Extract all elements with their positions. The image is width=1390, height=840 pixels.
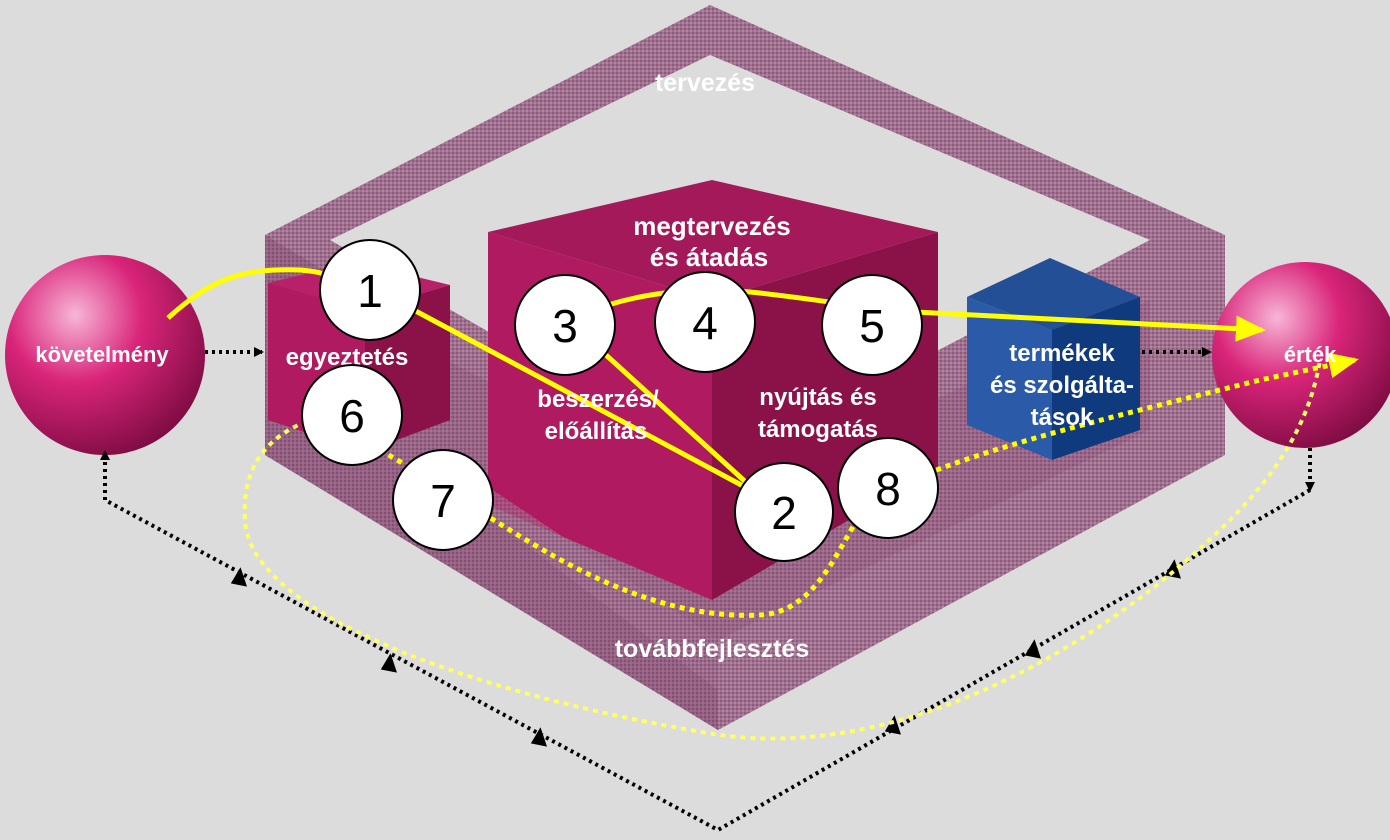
loop-arrowhead <box>530 727 547 747</box>
step-markers: 1 2 3 4 5 6 7 8 <box>301 239 939 562</box>
value-sphere <box>1212 262 1390 448</box>
products-label-line1: termékek <box>1009 340 1115 367</box>
products-cube <box>967 258 1140 460</box>
step-marker-8: 8 <box>837 437 939 539</box>
planning-label: tervezés <box>655 69 755 97</box>
step-marker-5: 5 <box>821 274 923 376</box>
products-label-line3: tások <box>1031 404 1094 431</box>
step-number: 3 <box>552 300 578 352</box>
loop-arrowhead <box>884 715 901 735</box>
step-marker-3: 3 <box>514 274 616 376</box>
step-marker-6: 6 <box>301 364 403 466</box>
step-marker-7: 7 <box>392 449 494 551</box>
design-label-line2: és átadás <box>650 242 769 272</box>
loop-path-outer <box>242 359 1322 741</box>
design-label-line1: megtervezés <box>633 211 791 241</box>
step-number: 8 <box>875 463 901 515</box>
value-stream-path <box>166 267 1266 498</box>
flow-connectors <box>100 347 1315 833</box>
step-number: 5 <box>859 300 885 352</box>
demand-sphere <box>5 255 205 455</box>
loop-arrowhead <box>230 567 247 587</box>
value-label: érték <box>1284 342 1337 367</box>
loop-arrowhead <box>1024 639 1041 659</box>
deliver-label-line2: támogatás <box>758 416 878 443</box>
step-marker-2: 2 <box>734 462 834 562</box>
demand-label: követelmény <box>35 342 169 367</box>
step-number: 1 <box>357 265 383 317</box>
loop-arrowhead <box>380 653 397 673</box>
improvement-label: továbbfejlesztés <box>615 635 810 663</box>
obtain-label-line2: előállítás <box>545 418 648 445</box>
obtain-label-line1: beszerzés/ <box>537 386 659 413</box>
step-number: 2 <box>771 487 797 539</box>
products-label-line2: és szolgálta- <box>990 372 1134 399</box>
loop-path-inner <box>378 352 1359 618</box>
deliver-label-line1: nyújtás és <box>759 384 876 411</box>
step-marker-4: 4 <box>654 271 756 373</box>
step-number: 6 <box>339 390 365 442</box>
step-marker-1: 1 <box>319 239 421 341</box>
step-number: 7 <box>430 475 456 527</box>
improvement-band <box>440 430 1150 690</box>
step-number: 4 <box>692 297 718 349</box>
